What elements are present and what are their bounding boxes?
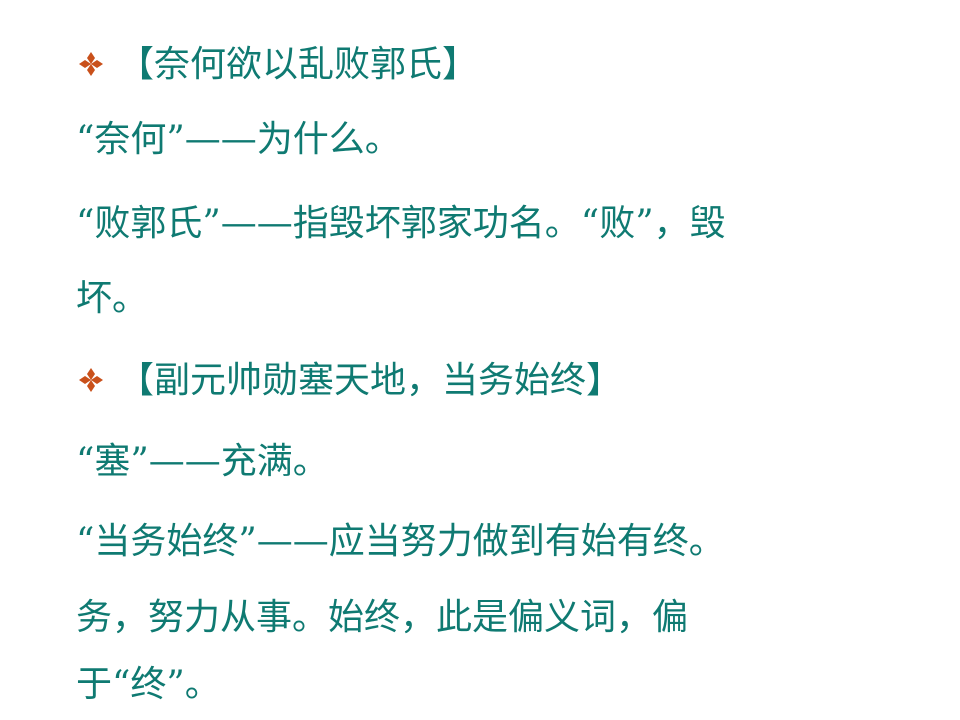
section-2-line-3: 务，努力从事。始终，此是偏义词，偏 [76,597,689,638]
diamond-bullet-icon [78,51,104,77]
diamond-bullet-icon [78,367,104,393]
section-1-line-2: “败郭氏”——指毁坏郭家功名。“败”，毁 [76,203,726,244]
section-1-line-1: “奈何”——为什么。 [76,119,401,160]
section-2-line-4: 于“终”。 [76,664,221,705]
diamond-bullet-svg [79,52,103,76]
section-2-line-2: “当务始终”——应当努力做到有始有终。 [76,521,725,562]
section-2-line-1: “塞”——充满。 [76,441,329,482]
section-2-heading: 【副元帅勋塞天地，当务始终】 [118,360,623,401]
section-2-heading-line: 【副元帅勋塞天地，当务始终】 [78,359,622,403]
section-1-heading-line: 【奈何欲以乱败郭氏】 [78,43,478,87]
section-1-heading: 【奈何欲以乱败郭氏】 [118,44,479,85]
diamond-bullet-svg [79,368,103,392]
section-1-line-3: 坏。 [76,278,149,319]
